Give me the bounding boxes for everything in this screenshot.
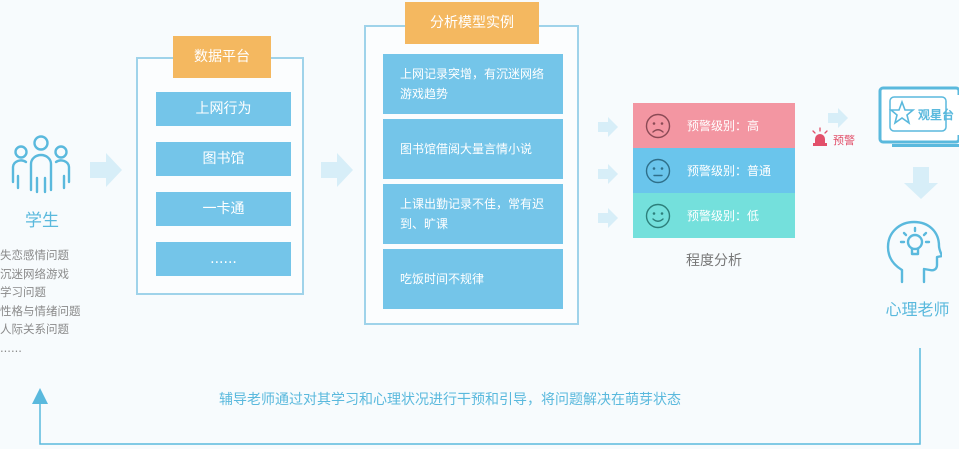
warning-level-label: 预警级别：高 [687,119,760,133]
student-issues-list: 失恋感情问题 沉迷网络游戏 学习问题 性格与情绪问题 人际关系问题 ...... [0,246,105,358]
issue-item: 性格与情绪问题 [0,303,81,318]
teacher-head-icon [886,220,942,284]
right-arrow-icon [90,153,122,187]
warning-level-high: 预警级别：高 [633,103,795,148]
right-arrow-icon [828,108,848,128]
model-item-text: 图书馆借阅大量言情小说 [400,142,533,156]
issue-item: 失恋感情问题 [0,248,69,262]
degree-analysis-caption: 程度分析 [686,253,742,269]
platform-item: 图书馆 [156,142,291,176]
model-item-text: 上课出勤记录不佳，常有迟到、旷课 [400,197,545,231]
data-platform-title: 数据平台 [173,36,271,78]
model-item: 图书馆借阅大量言情小说 [383,119,563,179]
issue-item: 学习问题 [0,285,46,300]
monitor-logo-text: 观星台 [918,107,954,122]
warning-level-label: 预警级别：低 [687,209,760,223]
model-item: 吃饭时间不规律 [383,249,563,309]
student-title: 学生 [25,211,59,231]
feedback-caption: 辅导老师通过对其学习和心理状况进行干预和引导，将问题解决在萌芽状态 [219,392,681,408]
right-arrow-icon [598,208,618,228]
neutral-face-icon [645,158,671,183]
issue-item: 沉迷网络游戏 [0,266,69,281]
warning-level-low: 预警级别：低 [633,193,795,238]
sad-face-icon [645,113,671,138]
model-item: 上网记录突增，有沉迷网络游戏趋势 [383,54,563,114]
model-item: 上课出勤记录不佳，常有迟到、旷课 [383,184,563,244]
warning-level-normal: 预警级别：普通 [633,148,795,193]
alarm-light-icon [812,127,828,146]
smile-face-icon [645,203,671,228]
right-arrow-icon [321,153,353,187]
students-icon [11,135,71,194]
platform-item: 一卡通 [156,192,291,226]
alarm-label: 预警 [833,134,855,147]
model-item-text: 吃饭时间不规律 [400,272,485,286]
issue-item: ...... [0,340,22,355]
right-arrow-icon [598,117,618,137]
issue-item: 人际关系问题 [0,322,69,337]
teacher-title: 心理老师 [885,300,950,319]
analysis-model-title: 分析模型实例 [405,2,539,44]
right-arrow-icon [598,164,618,184]
down-arrow-icon [904,167,938,199]
platform-item: 上网行为 [156,92,291,126]
model-item-text: 上网记录突增，有沉迷网络游戏趋势 [400,67,545,101]
warning-level-label: 预警级别：普通 [687,164,772,178]
monitor-icon: 观星台 [878,86,959,147]
platform-item: ...... [156,242,291,276]
